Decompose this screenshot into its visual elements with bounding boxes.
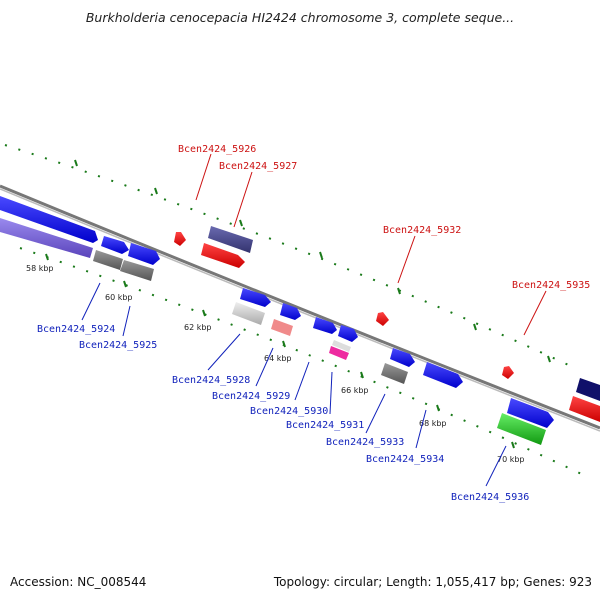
leader-lines-red [195,153,547,336]
gene-label[interactable]: Bcen2424_5932 [383,225,461,236]
gene-feature-gray[interactable] [381,363,408,384]
gene-feature-blue[interactable] [0,196,98,243]
gene-feature-red[interactable] [569,396,600,422]
gene-label[interactable]: Bcen2424_5929 [212,391,290,402]
gene-feature-gray[interactable] [93,250,123,270]
tick-ring-lower [19,247,591,479]
gene-label[interactable]: Bcen2424_5933 [326,437,404,448]
gene-label[interactable]: Bcen2424_5930 [250,406,328,417]
gene-feature-blue[interactable] [423,362,463,388]
gene-label[interactable]: Bcen2424_5931 [286,420,364,431]
gene-feature-blue[interactable] [507,398,554,428]
kbp-label: 70 kbp [497,455,525,464]
accession-text: Accession: NC_008544 [10,575,147,589]
gene-feature-red[interactable] [201,243,245,268]
map-title: Burkholderia cenocepacia HI2424 chromoso… [85,10,515,25]
gene-label[interactable]: Bcen2424_5928 [172,375,250,386]
topology-summary-text: Topology: circular; Length: 1,055,417 bp… [273,575,592,589]
gene-label[interactable]: Bcen2424_5924 [37,324,115,335]
gene-feature-blue[interactable] [101,236,129,254]
gene-feature-magenta[interactable] [329,346,349,360]
backbone-line [0,184,600,430]
kbp-label: 66 kbp [341,386,369,395]
gene-feature-red[interactable] [502,366,514,379]
gene-label[interactable]: Bcen2424_5926 [178,144,256,155]
backbone-line [0,188,600,432]
gene-feature-violet[interactable] [0,218,93,258]
gene-label[interactable]: Bcen2424_5934 [366,454,444,465]
kbp-label: 58 kbp [26,264,54,273]
kbp-label: 68 kbp [419,419,447,428]
gene-feature-green[interactable] [497,413,546,445]
gene-label[interactable]: Bcen2424_5936 [451,492,529,503]
gene-feature-blue[interactable] [280,303,301,320]
gene-feature-lightgray[interactable] [232,302,265,325]
gene-label[interactable]: Bcen2424_5935 [512,280,590,291]
gene-label[interactable]: Bcen2424_5925 [79,340,157,351]
gene-feature-blue[interactable] [390,348,415,367]
kbp-label: 64 kbp [264,354,292,363]
gene-feature-pink[interactable] [271,319,293,336]
major-ticks-upper [74,159,551,363]
gene-feature-gray[interactable] [120,260,154,281]
leader-lines-blue [81,282,507,487]
gene-feature-navy[interactable] [208,226,253,253]
gene-feature-red[interactable] [376,312,389,326]
kbp-label: 62 kbp [184,323,212,332]
gene-feature-blue[interactable] [313,317,337,334]
major-ticks-lower [45,253,515,449]
gene-feature-blue[interactable] [338,325,358,342]
gene-feature-navy[interactable] [576,378,600,401]
gene-feature-blue[interactable] [240,288,271,307]
kbp-label: 60 kbp [105,293,133,302]
gene-feature-blue[interactable] [128,243,160,265]
gene-feature-red[interactable] [174,232,186,246]
gene-feature-lightgray[interactable] [332,340,351,352]
gene-label[interactable]: Bcen2424_5927 [219,161,297,172]
